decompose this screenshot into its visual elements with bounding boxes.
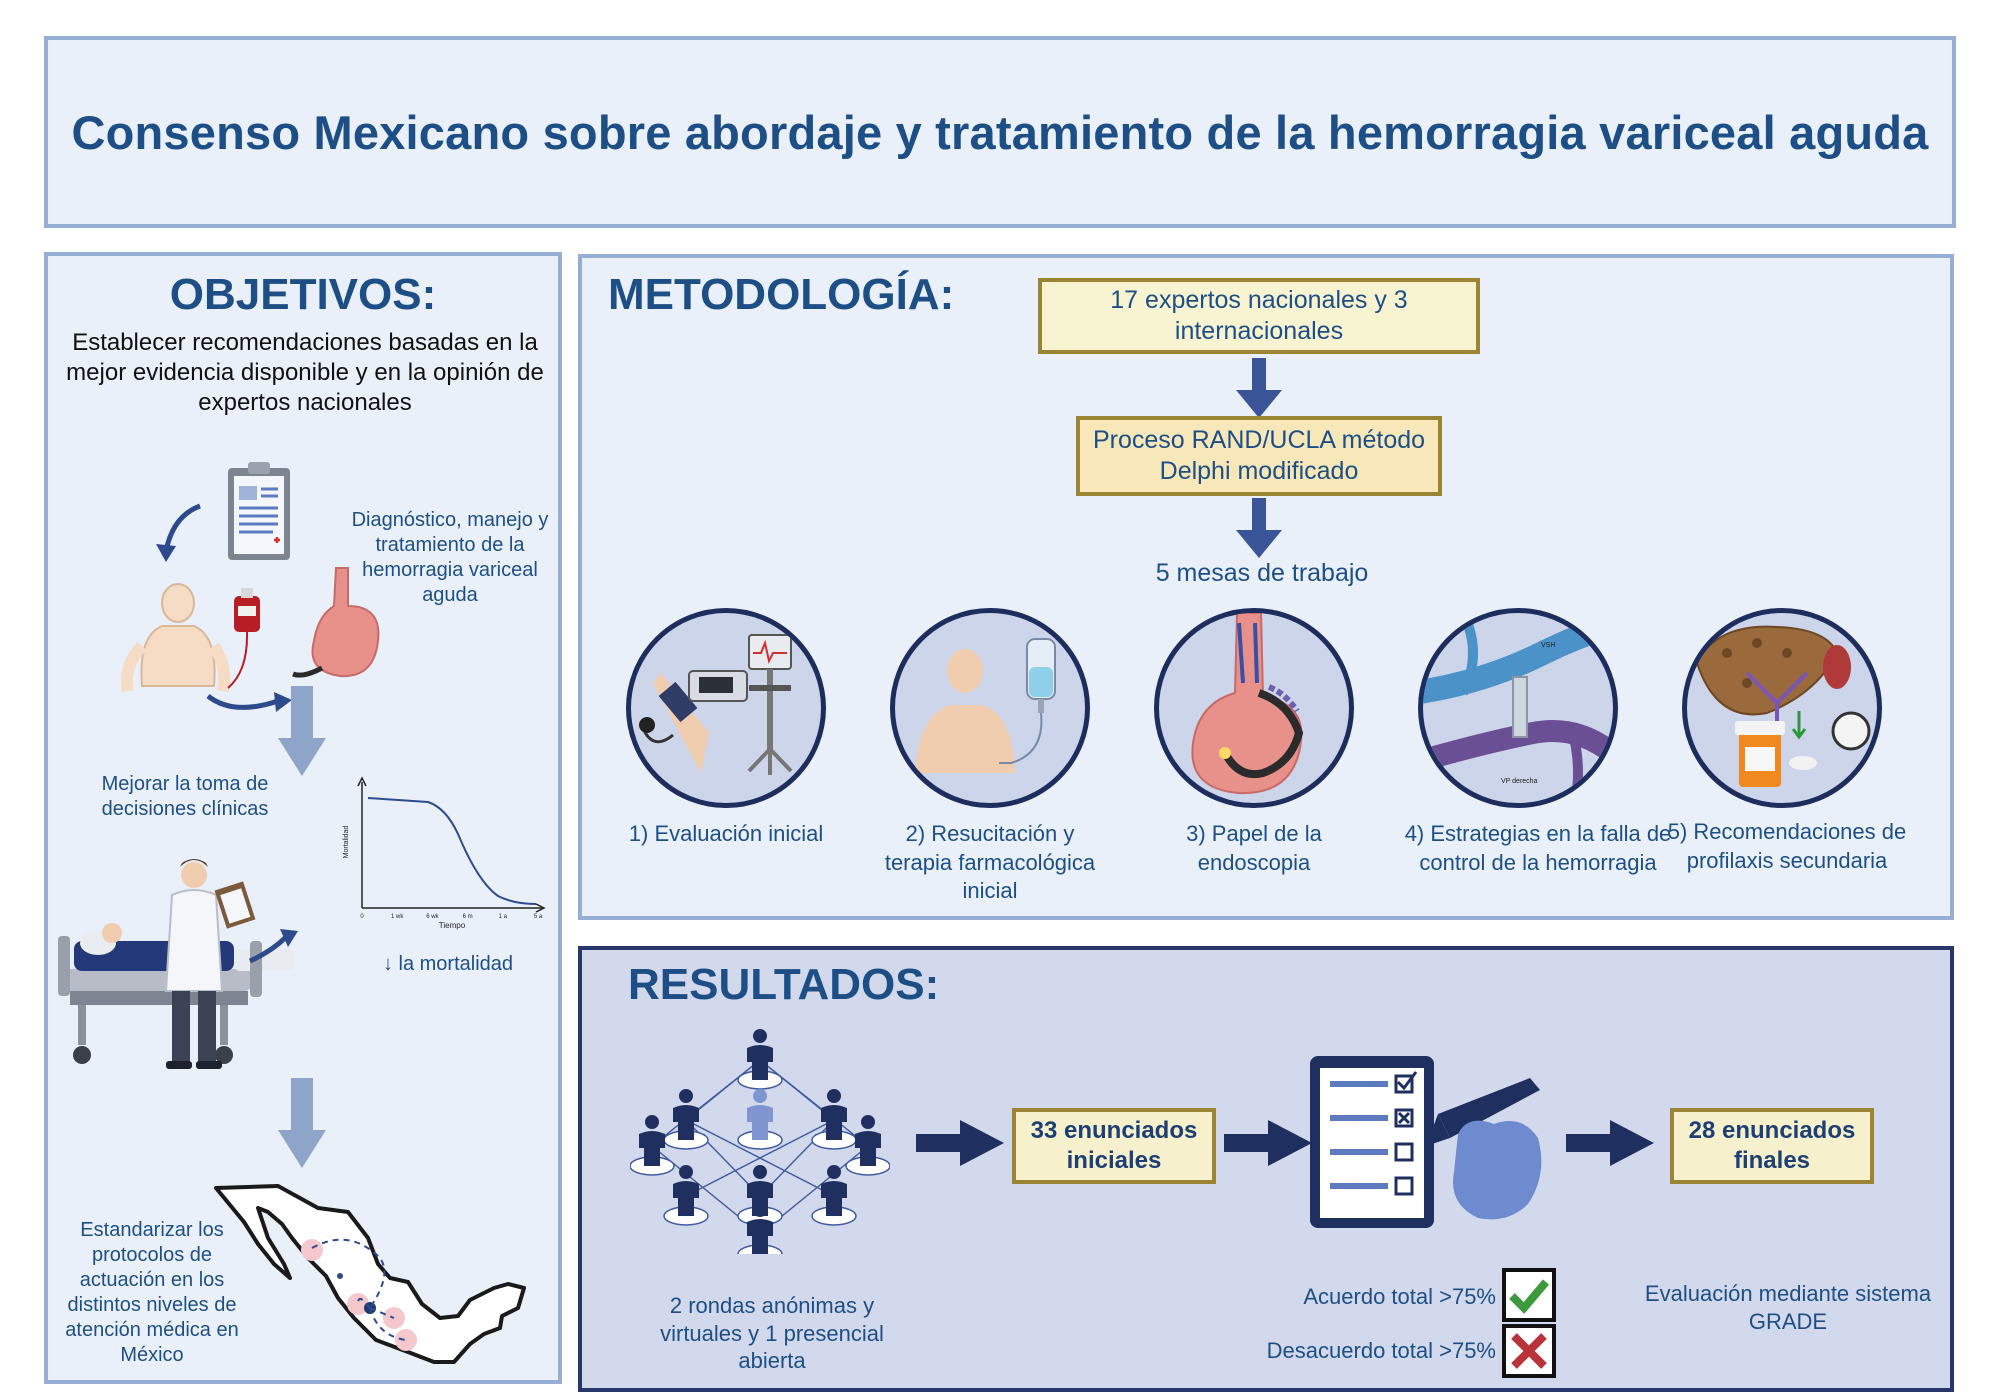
checklist-icon [1310,1056,1542,1228]
prophylaxis-icon [1695,625,1871,787]
methodology-heading: METODOLOGÍA: [608,270,955,319]
results-panel: RESULTADOS: 2 rondas anónimas y virtuale… [578,946,1954,1392]
step-label: 2) Resucitación y terapia farmacológica … [884,821,1096,904]
process-box: Proceso RAND/UCLA método Delphi modifica… [1076,416,1442,496]
experts-box: 17 expertos nacionales y 3 internacional… [1038,278,1480,354]
mini-chart-xtick: 0 [360,914,364,920]
mini-chart-xtick: 6 m [463,914,473,920]
people-grid [630,1029,890,1254]
mini-chart-xticks: 0 1 wk 6 wk 6 m 1 a 5 a [360,914,543,920]
vsh-label: VSH [1541,642,1555,649]
final-statements-box: 28 enunciados finales [1670,1108,1874,1184]
initial-statements-box: 33 enunciados iniciales [1012,1108,1216,1184]
check-icon [1502,1268,1556,1322]
tips-shunt-icon: VSH VP derecha [1423,613,1613,803]
step-label: 5) Recomendaciones de profilaxis secunda… [1667,819,1907,873]
vp-label: VP derecha [1501,778,1538,785]
mini-chart-xtick: 6 wk [426,914,439,920]
step-label: 4) Estrategias en la falla de control de… [1404,821,1672,875]
objective-decisions-text: Mejorar la toma de decisiones clínicas [101,773,269,820]
title-panel: Consenso Mexicano sobre abordaje y trata… [44,36,1956,228]
diagnosis-illustration [121,462,380,712]
person-icon [663,1089,709,1150]
agreement-text: Acuerdo total >75% [1303,1284,1496,1309]
objective-diagnosis-text: Diagnóstico, manejo y tratamiento de la … [351,509,549,606]
step-label: 1) Evaluación inicial [628,821,824,846]
person-icon [630,1115,675,1176]
objectives-panel: OBJETIVOS: Establecer recomendaciones ba… [44,252,562,1384]
right-arrow-icon [916,1120,1004,1166]
person-icon [737,1029,783,1090]
doctor-patient-illustration [58,859,298,1069]
mini-chart-xtick: 5 a [534,914,543,920]
down-arrow-icon [1236,358,1282,418]
mini-chart-xtick: 1 a [499,914,508,920]
down-arrow-icon [278,1078,326,1168]
mini-chart-xlabel: Tiempo [439,921,466,930]
person-icon [811,1165,857,1226]
person-icon [663,1165,709,1226]
person-icon [845,1115,890,1176]
results-heading: RESULTADOS: [628,960,940,1009]
person-icon [811,1089,857,1150]
endoscopy-icon [1191,613,1304,795]
grade-text: Evaluación mediante sistema GRADE [1644,1281,1932,1334]
prophylaxis-circle [1682,608,1882,808]
work-tables-text: 5 mesas de trabajo [1155,559,1369,587]
methodology-panel: METODOLOGÍA: 17 expertos nacionales y 3 … [578,254,1954,920]
expert-network-icon [630,1029,890,1254]
mortality-mini-chart: Mortalidad 0 1 wk 6 wk 6 m 1 a 5 a Tiempo [343,776,546,930]
objectives-intro: Establecer recomendaciones basadas en la… [66,329,544,416]
person-icon [737,1089,783,1150]
mortality-note: ↓ la mortalidad [382,953,514,975]
endoscopy-circle [1154,608,1354,808]
page-title: Consenso Mexicano sobre abordaje y trata… [71,105,1929,159]
cross-icon [1502,1324,1556,1378]
resuscitation-icon [915,638,1056,773]
objectives-heading: OBJETIVOS: [169,270,437,319]
down-arrow-icon [1236,498,1282,558]
initial-evaluation-circle [626,608,826,808]
person-icon [737,1203,783,1254]
right-arrow-icon [1224,1120,1312,1166]
resuscitation-circle [890,608,1090,808]
right-arrow-icon [1566,1120,1654,1166]
mexico-map-illustration [214,1184,526,1364]
disagreement-text: Desacuerdo total >75% [1266,1338,1496,1363]
initial-evaluation-icon [639,634,793,775]
step-label: 3) Papel de la endoscopia [1186,821,1322,875]
hemorrhage-control-circle: VSH VP derecha [1418,608,1618,808]
mini-chart-xtick: 1 wk [391,914,404,920]
rounds-text: 2 rondas anónimas y virtuales y 1 presen… [660,1293,884,1373]
down-arrow-icon [278,686,326,776]
mini-chart-ylabel: Mortalidad [343,826,350,859]
objective-standardize-text: Estandarizar los protocolos de actuación… [65,1219,239,1366]
